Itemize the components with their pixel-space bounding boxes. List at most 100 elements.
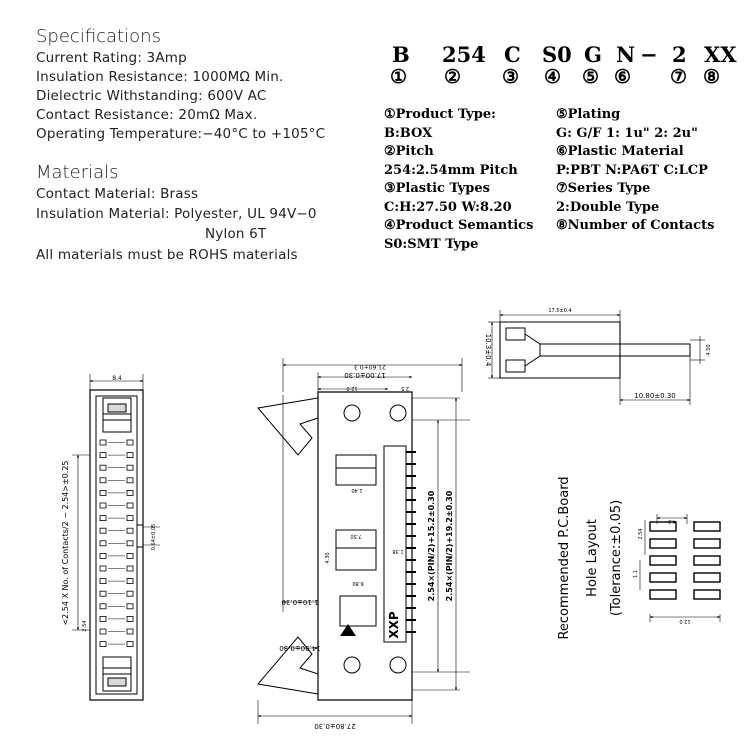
contact-right xyxy=(126,515,134,521)
pcb-pads xyxy=(649,521,721,600)
front-view xyxy=(89,374,144,701)
contact-right xyxy=(126,502,134,509)
contact-right xyxy=(126,452,134,459)
contact-right xyxy=(126,553,134,559)
legend-item: G: G/F 1: 1u" 2: 2u" xyxy=(556,125,698,141)
code-segment-4: S0 xyxy=(542,42,572,67)
side-label-a: 1.40 xyxy=(351,487,362,493)
legend-item: ⑧Number of Contacts xyxy=(556,218,715,233)
pcb-pad-right xyxy=(693,555,721,566)
front-side-label: 0.64±0.05 xyxy=(151,524,157,550)
code-segment-8: XX xyxy=(704,42,737,67)
contact-left xyxy=(99,641,107,647)
top-overall-label: 21.60±0.3 xyxy=(354,363,386,370)
pcb-pad-left xyxy=(649,538,677,549)
xxp-marking: XXP xyxy=(387,611,401,639)
contact-left xyxy=(99,439,107,446)
material-insulation: Insulation Material: Polyester, UL 94V−0 xyxy=(36,206,317,222)
pcb-pad-left xyxy=(649,521,677,532)
spec-contact-resistance: Contact Resistance: 20mΩ Max. xyxy=(36,107,258,123)
contact-left xyxy=(99,527,107,534)
code-dash: − xyxy=(640,42,658,67)
code-segment-1: B xyxy=(392,42,410,67)
legend-left: ①Product Type: B:BOX ②Pitch 254:2.54mm P… xyxy=(384,106,533,254)
top-small-label: 12.0 xyxy=(346,385,357,391)
profile-top-label: 17.5±0.4 xyxy=(548,308,571,314)
side-label-d: 6.80 xyxy=(352,580,363,586)
side-label-c: 4.30 xyxy=(325,552,331,563)
contact-right xyxy=(126,527,134,534)
pcb-pad-left xyxy=(649,555,677,566)
legend-item: ⑦Series Type xyxy=(556,181,651,196)
code-number-7: ⑦ xyxy=(670,66,688,88)
contact-left xyxy=(99,616,107,622)
contact-right xyxy=(126,477,134,484)
code-segment-2: 254 xyxy=(442,42,486,67)
contact-left xyxy=(99,603,107,610)
code-number-1: ① xyxy=(390,66,408,88)
code-segment-7: 2 xyxy=(672,42,687,67)
legend-item: P:PBT N:PA6T C:LCP xyxy=(556,162,708,178)
legend-item: S0:SMT Type xyxy=(384,236,479,252)
pcb-pad-right xyxy=(693,521,721,532)
pcb-title: Recommended P.C.Board xyxy=(557,476,572,639)
contact-left xyxy=(99,452,107,459)
profile-right-label: 4.50 xyxy=(706,344,712,355)
code-number-4: ④ xyxy=(544,66,562,88)
profile-left-label: 10.3±0.4 xyxy=(484,334,492,367)
code-segment-3: C xyxy=(504,42,521,67)
side-label-b: 7.50 xyxy=(350,533,361,539)
legend-item: C:H:27.50 W:8.20 xyxy=(384,199,512,215)
side-vertical-label-1: 2.54×(PIN/2)+15.2±0.30 xyxy=(427,490,436,601)
pcb-pad-left xyxy=(649,589,677,600)
front-view-dims xyxy=(72,454,160,631)
legend-item: 2:Double Type xyxy=(556,199,660,215)
specifications-heading: Specifications xyxy=(36,26,161,47)
side-label-f: 1.10±0.30 xyxy=(281,598,318,606)
legend-item: ⑥Plastic Material xyxy=(556,144,684,159)
contact-left xyxy=(99,578,107,584)
top-corner-label: 2.5 xyxy=(401,385,409,391)
front-dim-main-label: <2.54 X No. of Contacts/2 − 2.54>±0.25 xyxy=(61,460,70,625)
code-segment-5: G xyxy=(584,42,602,67)
front-small-label-a: 2.54 xyxy=(82,620,88,631)
contact-right xyxy=(126,439,134,446)
contact-left xyxy=(99,464,107,471)
spec-current-rating: Current Rating: 3Amp xyxy=(36,50,187,66)
material-insulation-alt: Nylon 6T xyxy=(205,226,267,242)
code-segment-6: N xyxy=(616,42,636,67)
contact-left xyxy=(99,590,107,597)
pcb-pad-right xyxy=(693,538,721,549)
pcb-dim-top: 4.0 xyxy=(668,518,676,524)
top-inner-label: 17.00±0.30 xyxy=(344,371,386,379)
code-number-2: ② xyxy=(444,66,462,88)
contact-right xyxy=(126,489,134,496)
pcb-subtitle: Hole Layout xyxy=(585,519,600,597)
pcb-pad-right xyxy=(693,589,721,600)
legend-item: ②Pitch xyxy=(384,144,434,159)
material-contact: Contact Material: Brass xyxy=(36,186,199,202)
pcb-pad-right xyxy=(693,572,721,583)
contact-left xyxy=(99,515,107,521)
front-width-label: 8.4 xyxy=(112,375,122,382)
code-number-5: ⑤ xyxy=(582,66,600,88)
pcb-dim-pad: 1.1 xyxy=(633,570,639,578)
contact-right xyxy=(126,540,134,547)
pcb-dim-bottom: 12.0 xyxy=(679,618,690,624)
side-bottom-label: 27.80±0.30 xyxy=(314,722,356,730)
code-number-3: ③ xyxy=(502,66,520,88)
pcb-tolerance: (Tolerance:±0.05) xyxy=(609,500,624,616)
pcb-dims xyxy=(639,514,721,622)
side-vertical-label-2: 2.54×(PIN/2)+19.2±0.30 xyxy=(445,490,454,601)
contact-right xyxy=(126,565,134,572)
front-view-contacts xyxy=(99,439,134,647)
side-label-e: 1.38 xyxy=(392,548,403,554)
legend-right: ⑤Plating G: G/F 1: 1u" 2: 2u" ⑥Plastic M… xyxy=(556,106,714,236)
contact-right xyxy=(126,641,134,647)
code-number-8: ⑧ xyxy=(703,66,721,88)
code-number-6: ⑥ xyxy=(614,66,632,88)
contact-left xyxy=(99,565,107,572)
pcb-pad-left xyxy=(649,572,677,583)
contact-right xyxy=(126,578,134,584)
contact-left xyxy=(99,553,107,559)
